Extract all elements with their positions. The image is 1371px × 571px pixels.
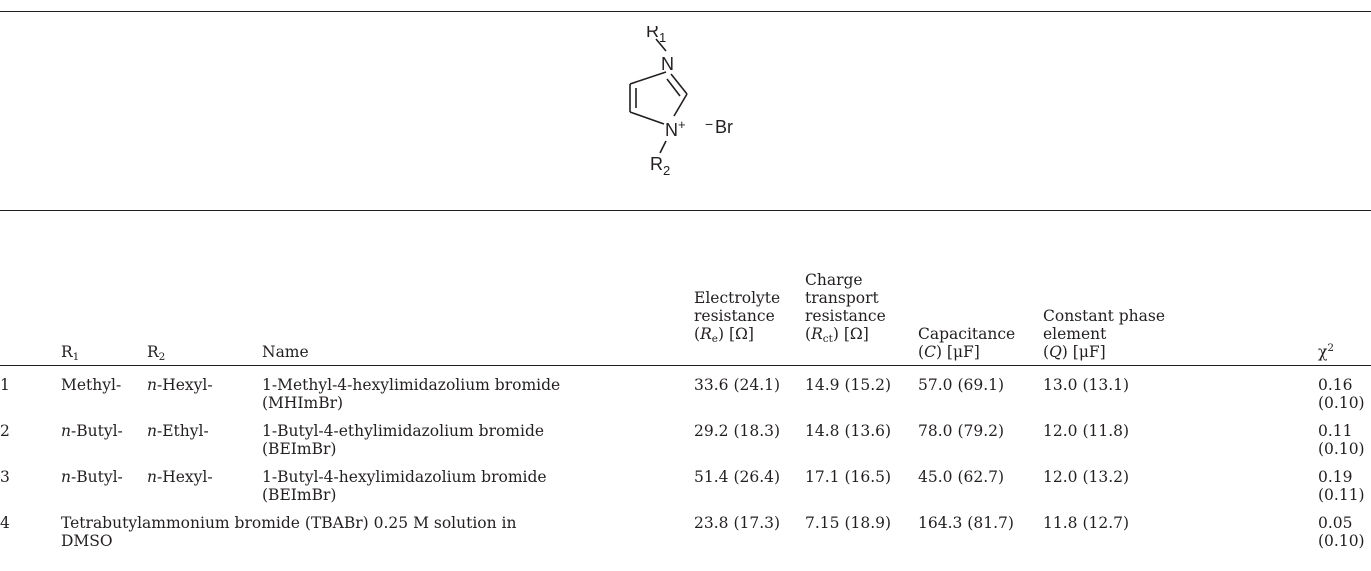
header-chi-squared: χ2 [1318,342,1335,361]
bond-c2-n3 [673,93,688,117]
name-cell: 1-Butyl-4-ethylimidazolium bromide (BEIm… [262,422,545,458]
row-number: 1 [0,376,10,394]
plus-charge: + [678,117,686,132]
bond-n1-c2 [670,73,688,95]
constant-phase-element-cell: 11.8 (12.7) [1043,514,1130,532]
name-cell: 1-Butyl-4-hexylimidazolium bromide (BEIm… [262,468,547,504]
charge-transport-resistance-cell: 17.1 (16.5) [805,468,892,486]
bond-n1-r1 [655,38,667,52]
capacitance-cell: 78.0 (79.2) [918,422,1005,440]
spanning-name-cell: Tetrabutylammonium bromide (TBABr) 0.25 … [61,514,517,550]
header-electrolyte-resistance: Electrolyte resistance (Re) [Ω] [694,289,781,345]
row-number: 2 [0,422,10,440]
bromide-label: Br [715,117,733,137]
electrolyte-resistance-cell: 23.8 (17.3) [694,514,781,532]
r2-cell: n-Hexyl- [147,468,213,486]
chi-squared-cell: 0.19 (0.11) [1318,468,1365,504]
imidazolium-structure-diagram: R1 N N + − Br R2 [629,26,733,178]
header-r2: R2 [147,343,166,363]
charge-transport-resistance-cell: 14.9 (15.2) [805,376,892,394]
chi-squared-cell: 0.16 (0.10) [1318,376,1365,412]
charge-transport-resistance-cell: 7.15 (18.9) [805,514,892,532]
constant-phase-element-cell: 12.0 (11.8) [1043,422,1130,440]
r1-cell: n-Butyl- [61,422,123,440]
header-constant-phase-element: Constant phase element (Q) [μF] [1043,307,1166,361]
bond-c4-n3 [629,111,665,125]
header-capacitance: Capacitance (C) [μF] [918,325,1016,361]
electrolyte-resistance-cell: 51.4 (26.4) [694,468,781,486]
bond-n3-r2 [659,140,667,154]
capacitance-cell: 57.0 (69.1) [918,376,1005,394]
bond-n1-c5 [629,71,667,85]
chi-squared-cell: 0.05 (0.10) [1318,514,1365,550]
header-name: Name [262,343,309,361]
charge-transport-resistance-cell: 14.8 (13.6) [805,422,892,440]
constant-phase-element-cell: 13.0 (13.1) [1043,376,1130,394]
capacitance-cell: 45.0 (62.7) [918,468,1005,486]
r2-label: R2 [650,154,670,178]
constant-phase-element-cell: 12.0 (13.2) [1043,468,1130,486]
ring-bonds [629,38,688,154]
header-r1: R1 [61,343,80,363]
chi-squared-cell: 0.11 (0.10) [1318,422,1365,458]
table-top-rule [0,210,1371,211]
r2-cell: n-Hexyl- [147,376,213,394]
top-rule [0,11,1371,12]
row-number: 4 [0,514,10,532]
capacitance-cell: 164.3 (81.7) [918,514,1014,532]
r1-cell: Methyl- [61,376,122,394]
name-cell: 1-Methyl-4-hexylimidazolium bromide (MHI… [262,376,561,412]
r1-cell: n-Butyl- [61,468,123,486]
n3-label: N [665,120,678,140]
minus-charge: − [705,116,713,132]
header-rule [0,365,1371,366]
row-number: 3 [0,468,10,486]
electrolyte-resistance-cell: 33.6 (24.1) [694,376,781,394]
n1-label: N [661,54,674,74]
r2-cell: n-Ethyl- [147,422,209,440]
bond-c2-double [666,78,681,97]
electrolyte-resistance-cell: 29.2 (18.3) [694,422,781,440]
header-charge-transport-resistance: Charge transport resistance (Rct) [Ω] [805,271,886,345]
r1-label: R1 [646,26,666,45]
